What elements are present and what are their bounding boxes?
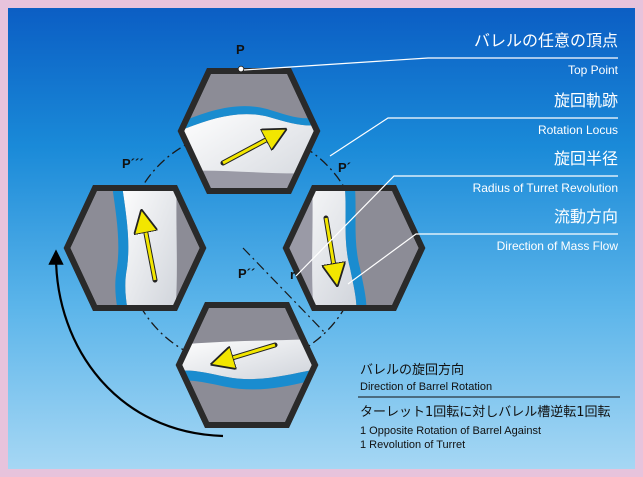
mass-flow-en: Direction of Mass Flow <box>497 239 619 253</box>
barrel-rotation-title-jp: バレルの旋回方向 <box>360 362 464 378</box>
point-p1-label: P´ <box>338 160 351 175</box>
diagram-panel: P P´ P´´ P´´´ r バレルの任意の頂点 Top Point 旋回軌跡… <box>8 8 635 469</box>
point-p-label: P <box>236 42 245 57</box>
mass-flow-jp: 流動方向 <box>554 207 618 226</box>
barrel-hexagon-top <box>177 68 321 194</box>
radius-en: Radius of Turret Revolution <box>473 181 618 195</box>
radius-r-label: r <box>290 267 295 282</box>
barrel-rotation-detail-en-2: 1 Revolution of Turret <box>360 439 465 451</box>
point-p2-label: P´´ <box>238 266 255 281</box>
barrel-rotation-detail-jp: ターレット1回転に対しバレル槽逆転1回転 <box>360 404 611 420</box>
point-p3-label: P´´´ <box>122 156 144 171</box>
callout-leaders <box>243 57 618 285</box>
barrel-hexagon-right <box>282 185 426 311</box>
radius-jp: 旋回半径 <box>554 149 618 168</box>
barrel-hexagon-bottom <box>175 302 319 428</box>
barrel-rotation-arrow <box>48 249 224 438</box>
rotation-locus-en: Rotation Locus <box>538 123 618 137</box>
top-point-en: Top Point <box>568 63 619 77</box>
barrel-rotation-detail-en-1: 1 Opposite Rotation of Barrel Against <box>360 425 541 437</box>
barrel-diagram: P P´ P´´ P´´´ r バレルの任意の頂点 Top Point 旋回軌跡… <box>48 31 620 451</box>
barrel-rotation-title-en: Direction of Barrel Rotation <box>360 381 492 393</box>
barrel-hexagon-left <box>63 185 207 311</box>
top-point-jp: バレルの任意の頂点 <box>474 31 618 50</box>
rotation-locus-jp: 旋回軌跡 <box>554 91 618 110</box>
top-point-dot <box>237 65 245 73</box>
